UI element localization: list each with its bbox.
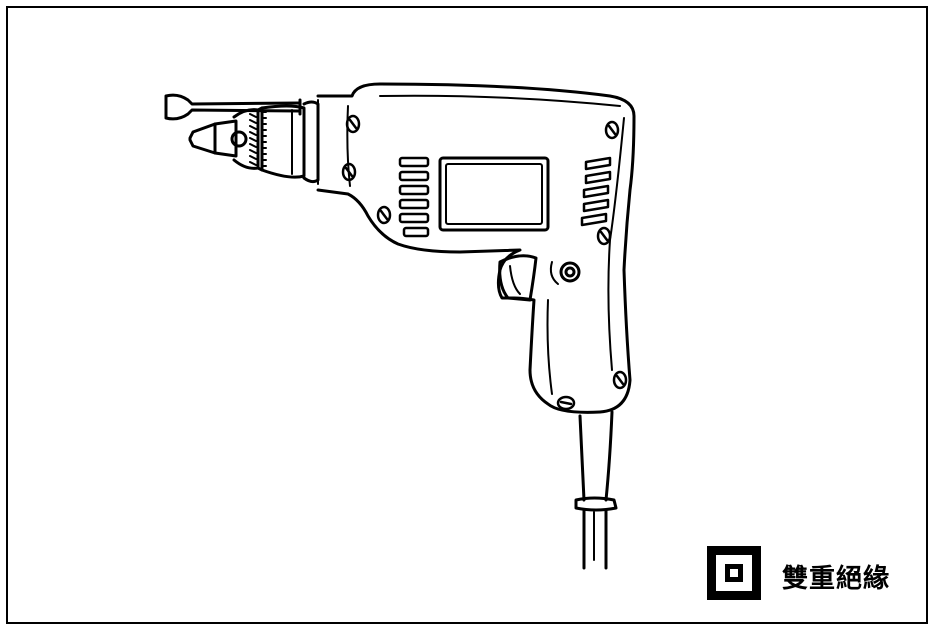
double-insulation-icon [707,546,761,600]
rear-vents [580,156,612,227]
lock-button [549,261,581,285]
chuck-tip [188,119,248,158]
front-vents [398,156,430,238]
drill-nose [302,99,320,185]
trigger [498,254,538,302]
drill-housing [316,82,636,414]
housing-screws [341,114,628,411]
figure-frame [6,6,928,624]
nameplate [438,156,550,232]
double-insulation-label: 雙重絕緣 [782,564,891,594]
power-cord [574,410,618,570]
drill-chuck [232,104,306,179]
